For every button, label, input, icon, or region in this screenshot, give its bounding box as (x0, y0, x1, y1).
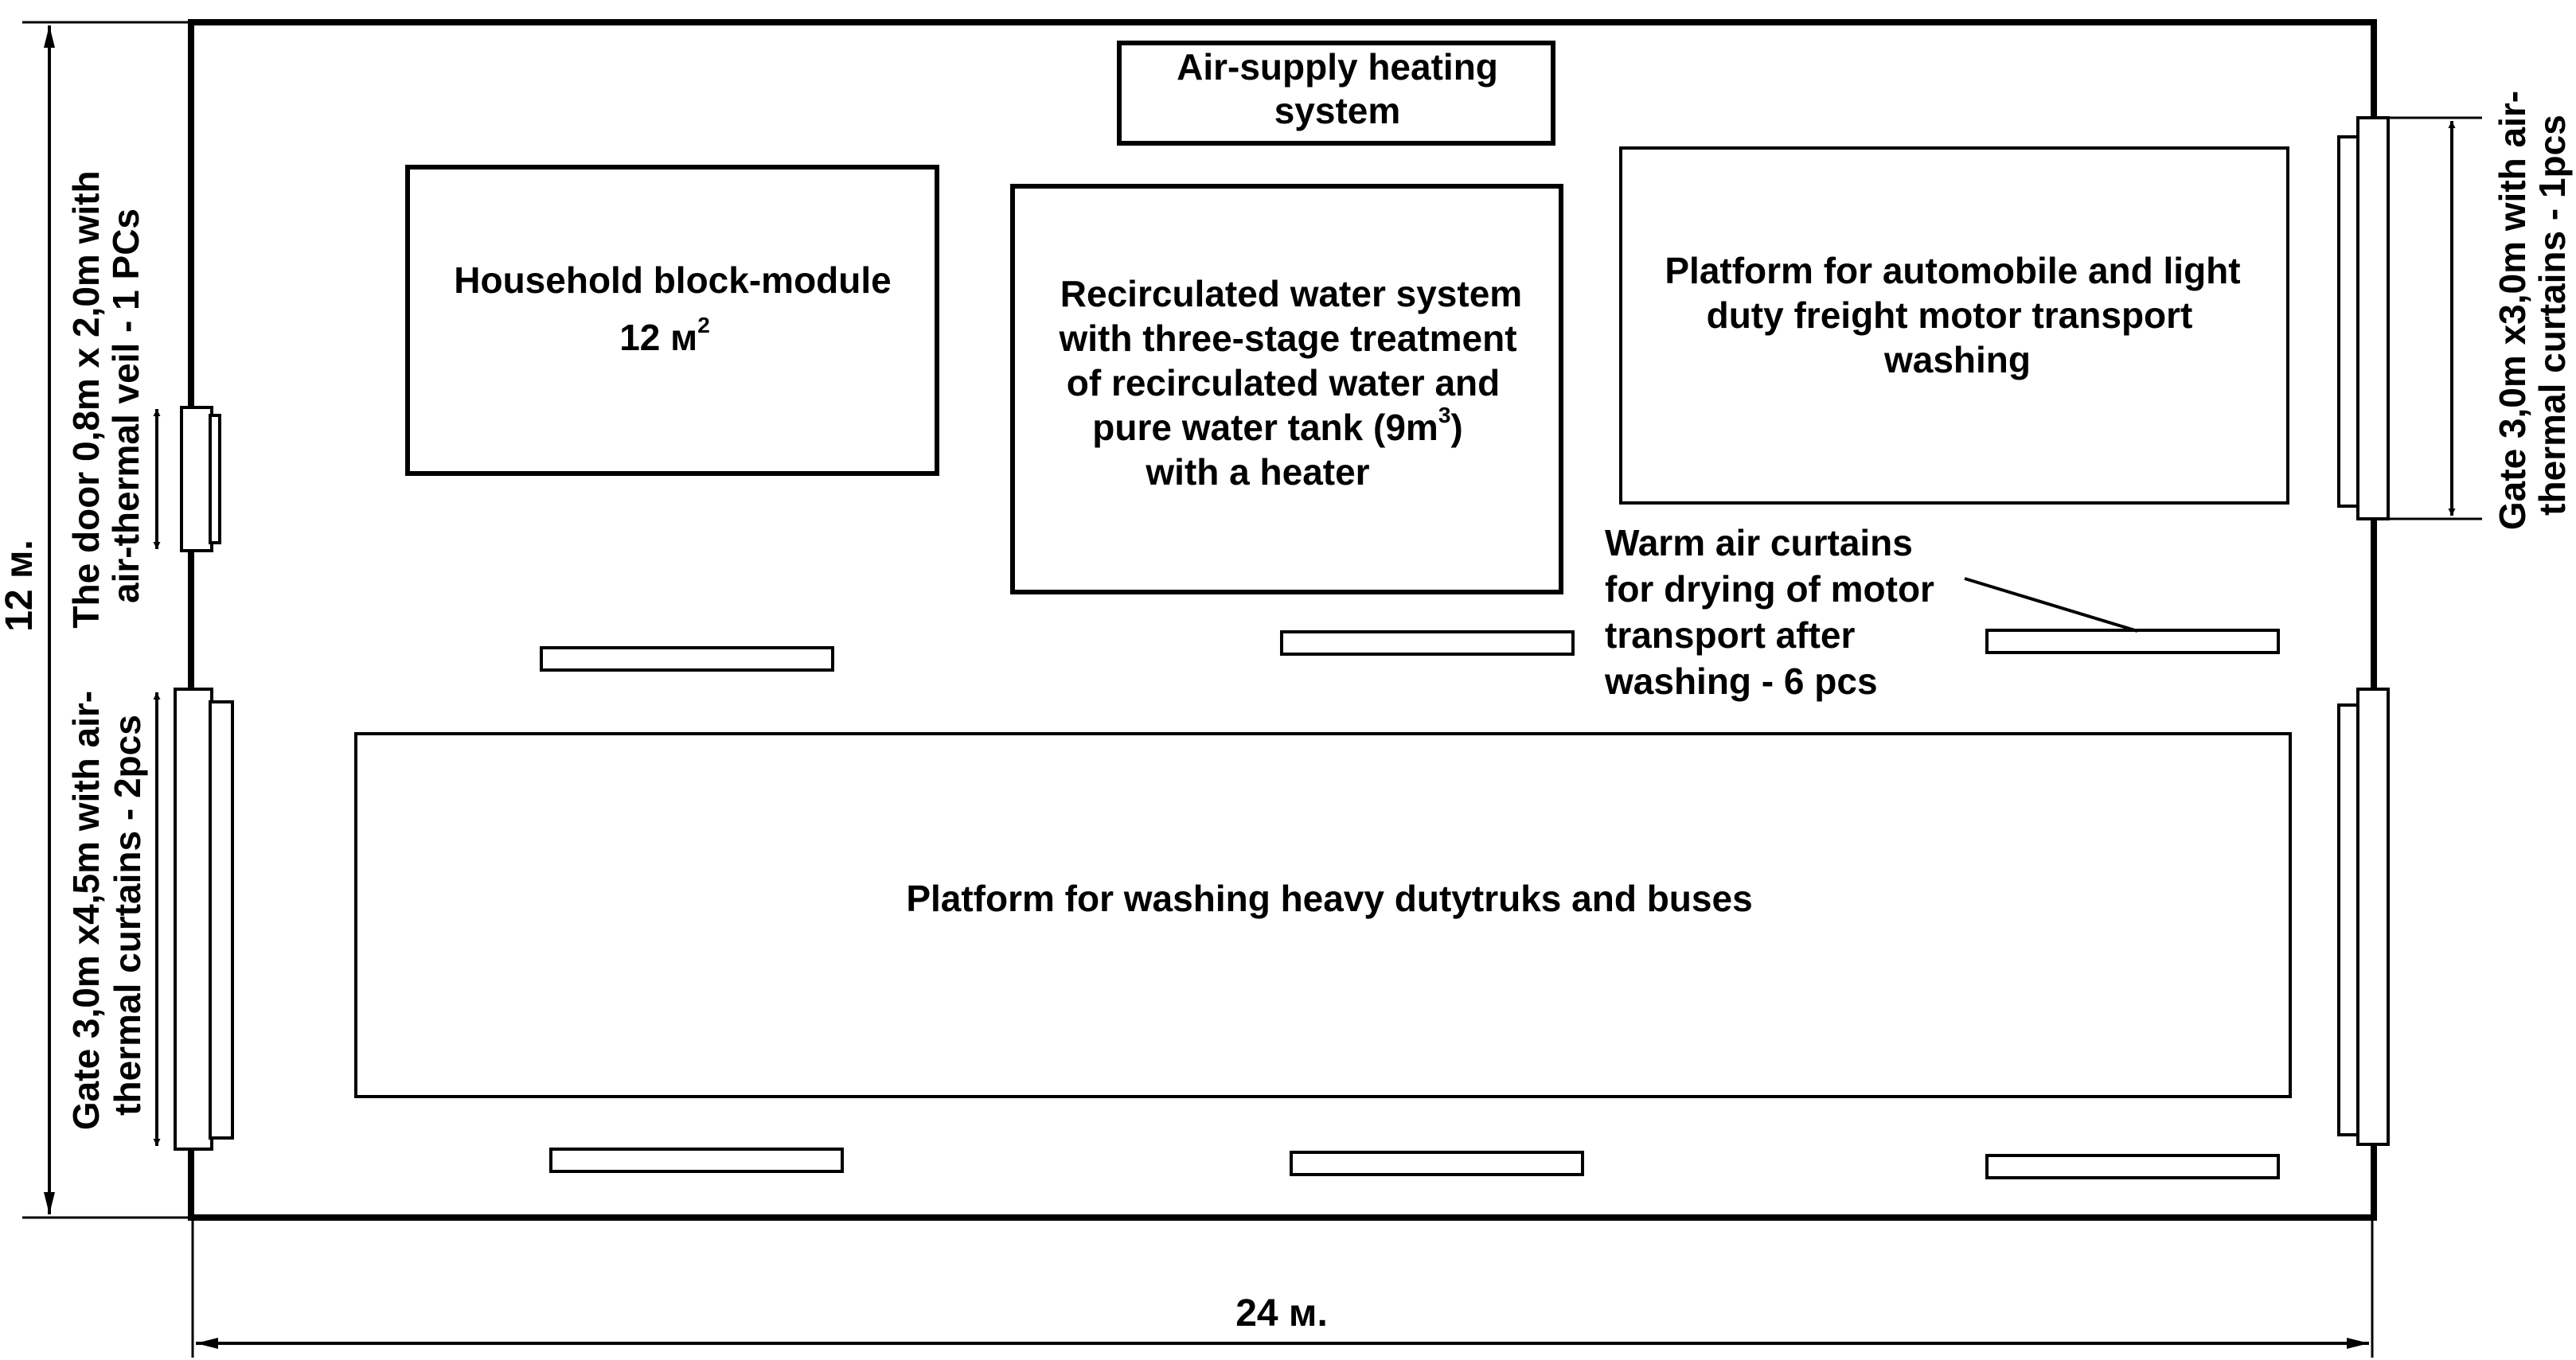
gate-left-label-line-2: thermal curtains - 2pcs (107, 715, 148, 1116)
recirculated-water-system-box (1010, 184, 1563, 594)
light-platform-label-line-3: washing (1883, 339, 2031, 380)
gate-right-label-line-1: Gate 3,0m x3,0m with air- (2492, 91, 2533, 530)
air-supply-label-line-1: Air-supply heating (1177, 46, 1498, 88)
right-gate-bottom-frame (2356, 688, 2390, 1146)
left-gate-leaf (209, 700, 234, 1140)
heavy-duty-platform-box (354, 732, 2292, 1098)
curtains-label-line-3: transport after (1605, 614, 1855, 656)
light-duty-platform-box (1619, 146, 2289, 505)
door-left-label-line-1: The door 0,8m x 2,0m with (65, 170, 107, 628)
water-system-label-line-3: of recirculated water and (1067, 362, 1501, 403)
household-area-label: 12 м2 (619, 313, 710, 358)
door-left-label-line-2: air-thermal veil - 1 PCs (105, 208, 146, 603)
water-system-label-line-4: pure water tank (9m3) (1092, 403, 1462, 448)
water-system-label-line-1: Recirculated water system (1060, 273, 1522, 314)
household-block-module-box (405, 165, 939, 476)
left-door-frame (180, 406, 213, 552)
air-curtain (549, 1148, 844, 1173)
curtains-label-line-4: washing - 6 pcs (1604, 661, 1878, 702)
air-curtain (1985, 1154, 2280, 1179)
air-curtain (1280, 630, 1575, 656)
light-platform-label-line-2: duty freight motor transport (1707, 294, 2193, 336)
height-dimension-label: 12 м. (0, 540, 41, 632)
water-system-label-line-5: with a heater (1145, 451, 1369, 493)
light-platform-label-line-1: Platform for automobile and light (1665, 250, 2240, 291)
left-gate-frame (174, 688, 213, 1151)
left-door-leaf (209, 414, 221, 544)
curtains-leader-line (1964, 577, 2138, 633)
heavy-platform-label: Platform for washing heavy dutytruks and… (906, 878, 1752, 919)
air-curtain (540, 646, 834, 672)
right-gate-top-frame (2356, 116, 2390, 520)
air-curtain (1290, 1151, 1584, 1176)
width-dimension-label: 24 м. (1235, 1292, 1328, 1335)
air-supply-label-line-2: system (1274, 90, 1401, 131)
building-outline (188, 19, 2377, 1221)
gate-right-label-line-2: thermal curtains - 1pcs (2531, 115, 2573, 516)
curtains-label-line-2: for drying of motor (1605, 568, 1934, 610)
curtains-label-line-1: Warm air curtains (1605, 522, 1913, 563)
air-supply-heating-box (1117, 41, 1555, 146)
air-curtain (1985, 629, 2280, 654)
gate-left-label-line-1: Gate 3,0m x4,5m with air- (65, 691, 107, 1130)
water-system-label-line-2: with three-stage treatment (1058, 318, 1516, 359)
household-label: Household block-module (454, 259, 891, 301)
